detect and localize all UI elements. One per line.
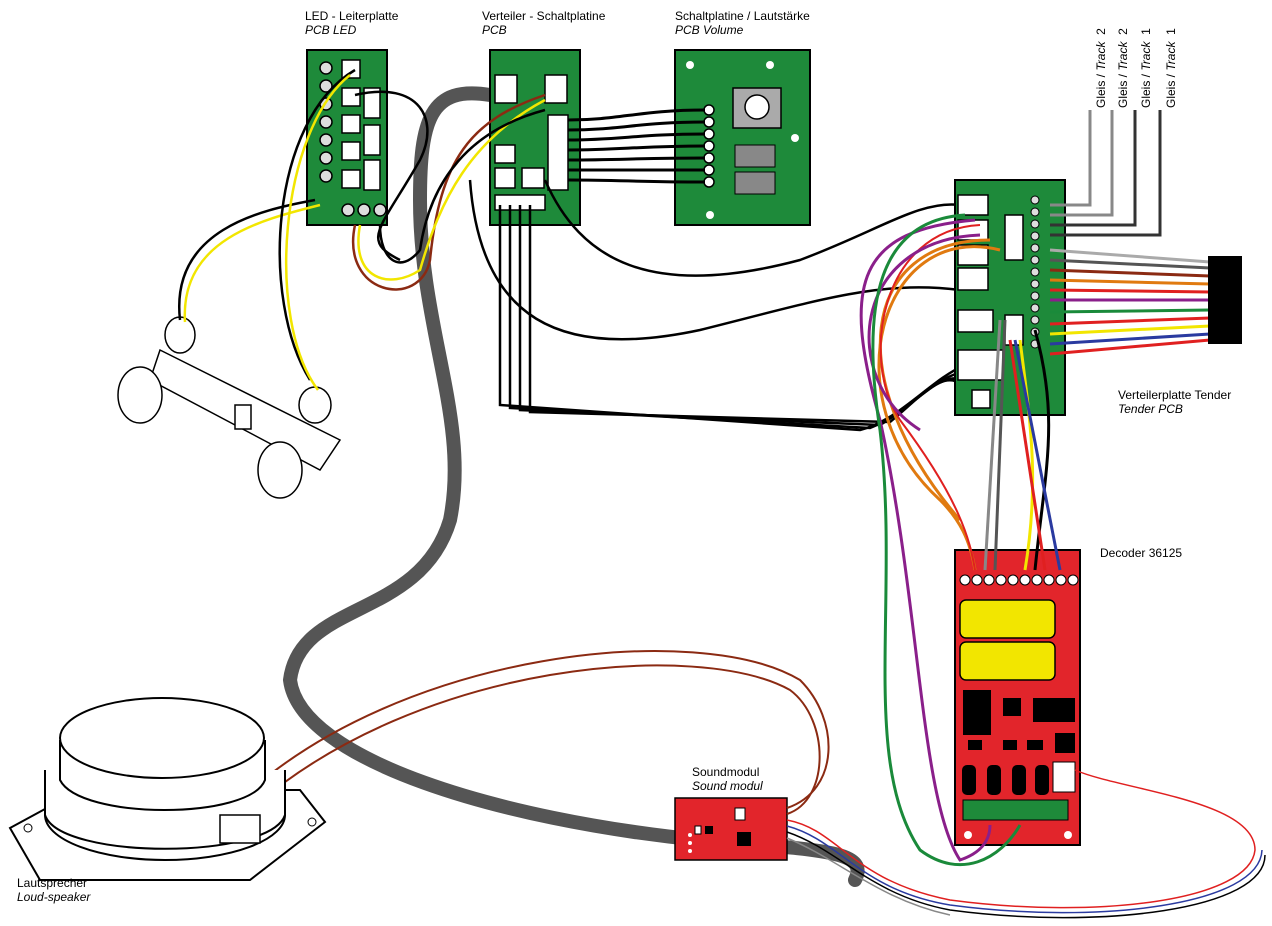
speaker-label-de: Lautsprecher: [17, 876, 88, 890]
decoder-wires: [859, 213, 1062, 867]
lamp-wires: [178, 68, 546, 391]
volume-pcb-label: Schaltplatine / Lautstärke PCB Volume: [675, 9, 810, 37]
track-label-num: 2: [1094, 28, 1108, 35]
led-lamp-assembly: [117, 316, 342, 499]
soundmodul-label-de: Soundmodul: [692, 765, 760, 779]
track-label-de: Gleis /: [1164, 70, 1178, 108]
track-label-en: Track: [1094, 41, 1108, 71]
led-pcb-label-de: LED - Leiterplatte: [305, 9, 399, 23]
verteiler-pcb-label-en: PCB: [482, 23, 507, 37]
verteiler-pcb-label-de: Verteiler - Schaltplatine: [482, 9, 606, 23]
decoder-board: [954, 549, 1081, 846]
verteiler-pcb-label: Verteiler - Schaltplatine PCB: [482, 9, 605, 37]
decoder-label: Decoder 36125: [1100, 546, 1182, 560]
soundmodul-label-en: Sound modul: [692, 779, 763, 793]
track-label-3: Gleis / Track 1: [1139, 28, 1153, 108]
tender-pcb: [954, 179, 1066, 416]
track-label-num: 1: [1164, 28, 1178, 35]
speaker-label-en: Loud-speaker: [17, 890, 91, 904]
track-wires: [1050, 110, 1162, 237]
speaker: [8, 697, 327, 881]
verteiler-pcb: [489, 49, 581, 226]
volume-pcb-label-en: PCB Volume: [675, 23, 744, 37]
volume-pcb: [674, 49, 811, 226]
decoder-label-de: Decoder 36125: [1100, 546, 1183, 560]
track-label-en: Track: [1164, 41, 1178, 71]
track-label-de: Gleis /: [1116, 70, 1130, 108]
track-label-de: Gleis /: [1139, 70, 1153, 108]
track-label-num: 1: [1139, 28, 1153, 35]
tender-pcb-label-en: Tender PCB: [1118, 402, 1183, 416]
track-label-de: Gleis /: [1094, 70, 1108, 108]
led-pcb-label: LED - Leiterplatte PCB LED: [305, 9, 398, 37]
track-label-4: Gleis / Track 1: [1164, 28, 1178, 108]
track-label-1: Gleis / Track 2: [1094, 28, 1108, 108]
sound-module: [674, 797, 788, 861]
tender-pcb-label-de: Verteilerplatte Tender: [1118, 388, 1232, 402]
right-connector: [1049, 248, 1242, 356]
sound-wires: [239, 650, 1266, 919]
speaker-label: Lautsprecher Loud-speaker: [17, 876, 90, 904]
soundmodul-label: Soundmodul Sound modul: [692, 765, 763, 793]
track-label-num: 2: [1116, 28, 1130, 35]
ribbon-wires-volume: [567, 108, 706, 184]
tender-pcb-label: Verteilerplatte Tender Tender PCB: [1118, 388, 1231, 416]
track-label-2: Gleis / Track 2: [1116, 28, 1130, 108]
volume-pcb-label-de: Schaltplatine / Lautstärke: [675, 9, 810, 23]
track-label-en: Track: [1139, 41, 1153, 71]
led-pcb-label-en: PCB LED: [305, 23, 357, 37]
track-label-en: Track: [1116, 41, 1130, 71]
